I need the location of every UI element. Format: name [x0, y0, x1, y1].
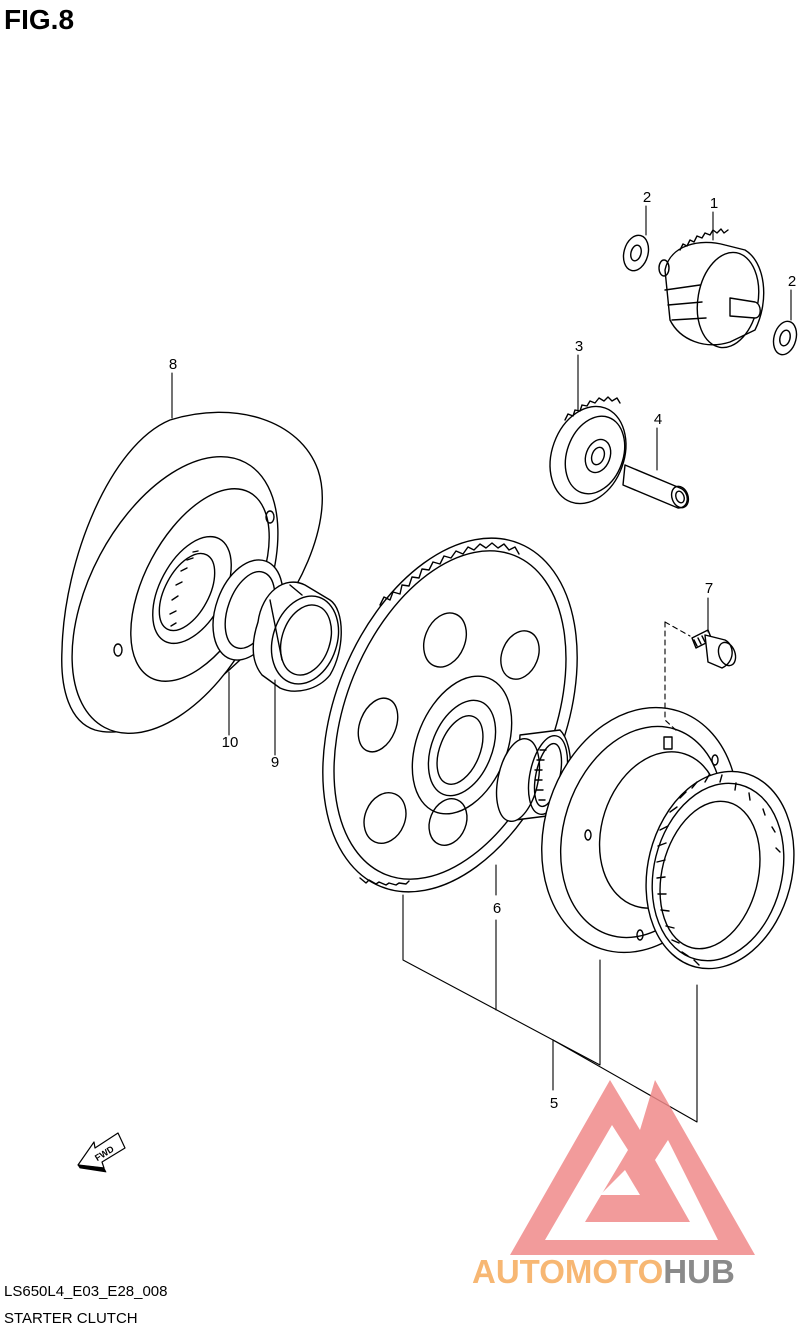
callout-7: 7: [705, 580, 713, 597]
callout-2-left: 2: [643, 189, 651, 206]
figure-title: FIG.8: [4, 4, 75, 35]
one-way-clutch: [645, 770, 795, 970]
part-8-starter-clutch-housing: [61, 411, 323, 735]
fwd-arrow-icon: [77, 1132, 126, 1173]
callout-8: 8: [169, 356, 177, 373]
callout-3: 3: [575, 338, 583, 355]
callout-4: 4: [654, 411, 662, 428]
part-7-bolt: [691, 629, 737, 669]
callout-1: 1: [710, 195, 718, 212]
callout-6: 6: [493, 900, 501, 917]
watermark-text-b: HUB: [663, 1253, 735, 1290]
watermark-text: AUTOMOTOHUB: [472, 1253, 735, 1291]
figure-code: LS650L4_E03_E28_008: [4, 1283, 168, 1300]
leader-lines: [171, 205, 792, 1123]
part-9-nut: [252, 581, 342, 692]
callout-5: 5: [550, 1095, 558, 1112]
part-4-shaft: [622, 464, 690, 509]
part-3-idle-gear: [549, 396, 627, 505]
part-2-washer-right: [772, 320, 798, 356]
callout-2-right: 2: [788, 273, 796, 290]
callout-10: 10: [222, 734, 239, 751]
part-1-idle-gear: [658, 228, 765, 349]
watermark-text-a: AUTOMOTO: [472, 1253, 664, 1290]
callout-9: 9: [271, 754, 279, 771]
needle-bearing: [495, 729, 572, 822]
figure-name: STARTER CLUTCH: [4, 1310, 138, 1327]
watermark-logo: [510, 1080, 755, 1255]
part-2-washer-left: [622, 234, 650, 272]
